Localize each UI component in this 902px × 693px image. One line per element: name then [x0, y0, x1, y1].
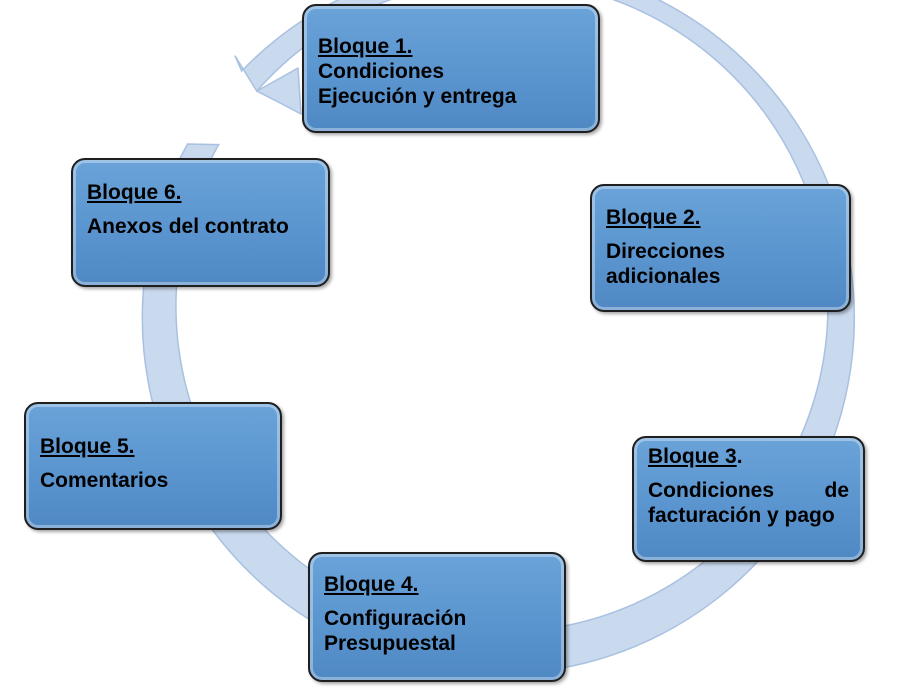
block-6-body: Anexos del contrato	[87, 215, 289, 238]
block-2-line-1: Direcciones	[606, 240, 726, 263]
block-3-box: Bloque 3. Condiciones de facturación y p…	[632, 436, 865, 562]
cycle-arrowhead	[256, 67, 302, 115]
block-3-title: Bloque 3	[648, 445, 737, 468]
block-6-box: Bloque 6. Anexos del contrato	[71, 158, 330, 287]
block-4-line-2: Presupuestal	[324, 632, 456, 655]
block-1-line-2: Ejecución y entrega	[318, 85, 517, 108]
block-3-title-line: Bloque 3.	[648, 445, 743, 468]
block-4-box: Bloque 4. Configuración Presupuestal	[308, 552, 566, 682]
block-5-line-1: Comentarios	[40, 469, 169, 492]
block-3-body: Condiciones de facturación y pago	[648, 479, 849, 527]
block-1-box: Bloque 1. Condiciones Ejecución y entreg…	[302, 4, 600, 133]
block-5-title: Bloque 5.	[40, 435, 135, 458]
block-1-title: Bloque 1.	[318, 35, 413, 58]
block-2-box: Bloque 2. Direcciones adicionales	[590, 184, 851, 312]
block-4-title: Bloque 4.	[324, 573, 419, 596]
block-4-line-1: Configuración	[324, 607, 467, 630]
block-2-title: Bloque 2.	[606, 206, 701, 229]
block-1-line-1: Condiciones	[318, 60, 445, 83]
block-2-line-2: adicionales	[606, 265, 721, 288]
block-6-title: Bloque 6.	[87, 181, 182, 204]
block-3-title-suffix: .	[736, 445, 743, 468]
block-5-box: Bloque 5. Comentarios	[24, 402, 282, 530]
